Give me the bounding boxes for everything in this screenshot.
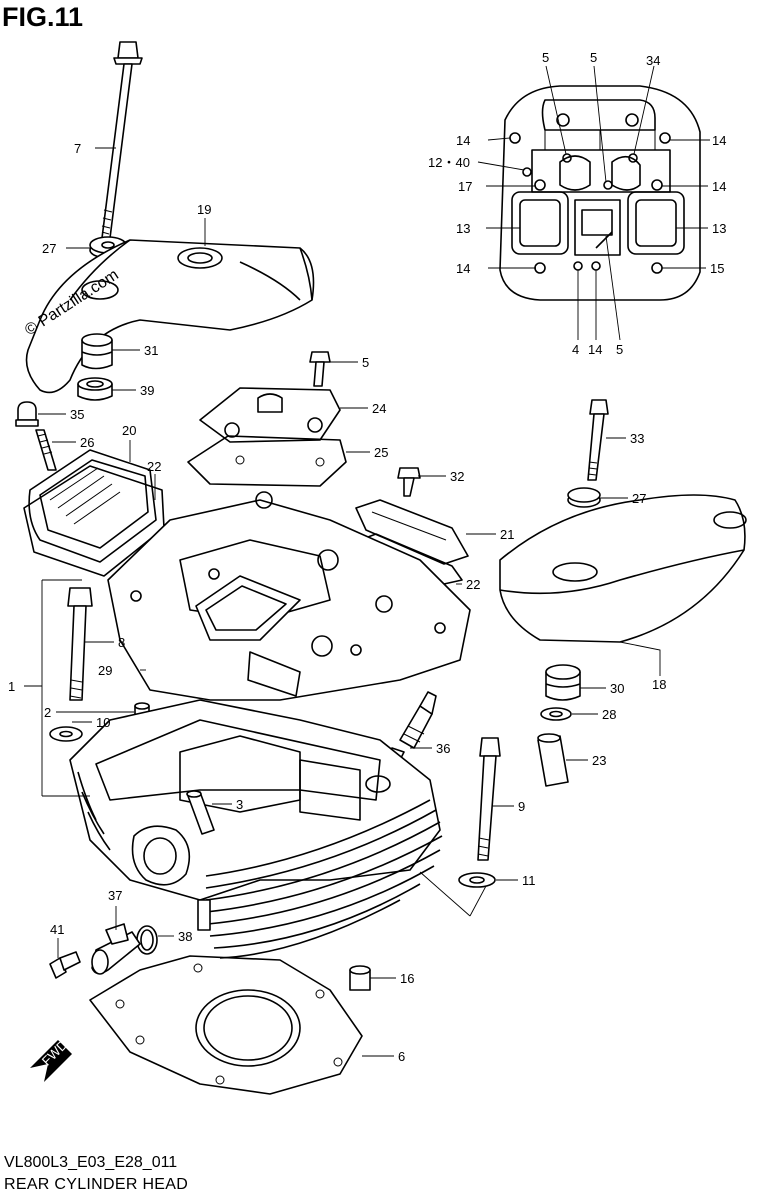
cover-24 xyxy=(199,387,341,443)
spacer-23 xyxy=(537,733,569,787)
gasket-25 xyxy=(187,435,347,487)
head-gasket-6 xyxy=(89,955,363,1095)
cushion-31 xyxy=(81,333,113,370)
callout: 38 xyxy=(178,929,192,944)
callout: 11 xyxy=(522,873,536,888)
cap-nut-35 xyxy=(15,401,39,427)
figure-code: VL800L3_E03_E28_011 xyxy=(4,1154,178,1171)
callout: 10 xyxy=(96,715,110,730)
callout: 32 xyxy=(450,469,464,484)
callout: 30 xyxy=(610,681,624,696)
callout: 25 xyxy=(374,445,388,460)
callout: 39 xyxy=(140,383,154,398)
washer-28 xyxy=(540,707,572,721)
callout: 33 xyxy=(630,431,644,446)
callout: 27 xyxy=(42,241,56,256)
collar-39 xyxy=(77,377,113,401)
callout: 23 xyxy=(592,753,606,768)
callout: 5 xyxy=(616,342,623,357)
plate-21 xyxy=(355,499,469,565)
callout: 5 xyxy=(590,50,597,65)
callout: 2 xyxy=(44,705,51,720)
head-cover-right xyxy=(499,494,747,643)
figure-title: FIG.11 xyxy=(2,2,84,32)
callout: 14 xyxy=(712,179,726,194)
callout: 27 xyxy=(632,491,646,506)
callout: 22 xyxy=(147,459,161,474)
callout-labels: 7 19 27 31 39 35 26 20 22 5 24 25 32 21 … xyxy=(8,50,726,1064)
callout: 41 xyxy=(50,922,64,937)
dowel-16 xyxy=(349,965,371,991)
callout: 8 xyxy=(118,635,125,650)
callout: 17 xyxy=(458,179,472,194)
stud-26 xyxy=(35,429,57,471)
callout: 13 xyxy=(456,221,470,236)
washer-11 xyxy=(458,872,496,888)
callout: 9 xyxy=(518,799,525,814)
callout: 5 xyxy=(362,355,369,370)
callout: 7 xyxy=(74,141,81,156)
callout: 13 xyxy=(712,221,726,236)
leader-lines xyxy=(24,65,710,1057)
bolt-8 xyxy=(67,587,93,701)
bolt-33 xyxy=(587,399,609,481)
union-37 xyxy=(91,923,141,975)
o-ring-38 xyxy=(136,925,158,955)
bolt-41 xyxy=(49,951,81,979)
washer-10 xyxy=(49,726,83,742)
callout: 24 xyxy=(372,401,386,416)
head-cover-left xyxy=(25,239,315,394)
bolt-5-top xyxy=(309,351,331,387)
callout: 34 xyxy=(646,53,660,68)
callout: 5 xyxy=(542,50,549,65)
callout: 31 xyxy=(144,343,158,358)
callout: 20 xyxy=(122,423,136,438)
callout: 15 xyxy=(710,261,724,276)
callout: 6 xyxy=(398,1049,405,1064)
callout: 21 xyxy=(500,527,514,542)
callout: 22 xyxy=(466,577,480,592)
callout: 4 xyxy=(572,342,579,357)
callout: 19 xyxy=(197,202,211,217)
callout: 36 xyxy=(436,741,450,756)
callout: 12・40 xyxy=(428,155,470,170)
callout: 35 xyxy=(70,407,84,422)
callout: 1 xyxy=(8,679,15,694)
callout: 26 xyxy=(80,435,94,450)
long-bolt xyxy=(101,41,143,239)
figure-name: REAR CYLINDER HEAD xyxy=(4,1176,189,1193)
callout: 14 xyxy=(712,133,726,148)
callout: 14 xyxy=(456,133,470,148)
callout: 18 xyxy=(652,677,666,692)
bolt-32 xyxy=(397,467,421,497)
cylinder-head xyxy=(69,491,471,959)
callout: 29 xyxy=(98,663,112,678)
fwd-arrow-icon: FWD xyxy=(30,1037,72,1082)
cushion-30 xyxy=(545,664,581,701)
callout: 14 xyxy=(588,342,602,357)
callout: 28 xyxy=(602,707,616,722)
callout: 14 xyxy=(456,261,470,276)
head-bottom-view xyxy=(499,85,701,301)
callout: 37 xyxy=(108,888,122,903)
bolt-9 xyxy=(477,737,501,861)
grommet-right xyxy=(567,487,601,508)
callout: 3 xyxy=(236,797,243,812)
callout: 16 xyxy=(400,971,414,986)
